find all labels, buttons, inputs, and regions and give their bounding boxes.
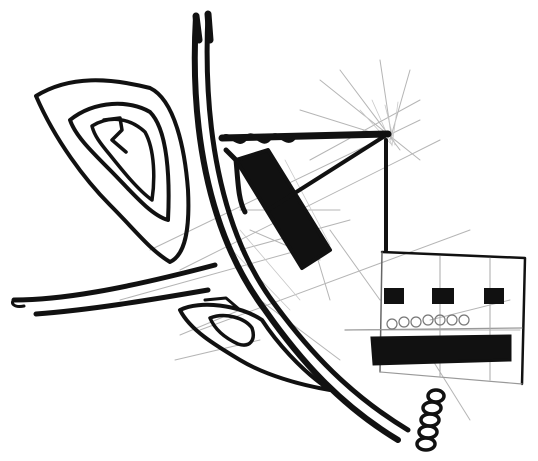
tree-row: [387, 315, 469, 329]
ring-stack: [417, 390, 444, 450]
upper-landform: [36, 80, 188, 262]
